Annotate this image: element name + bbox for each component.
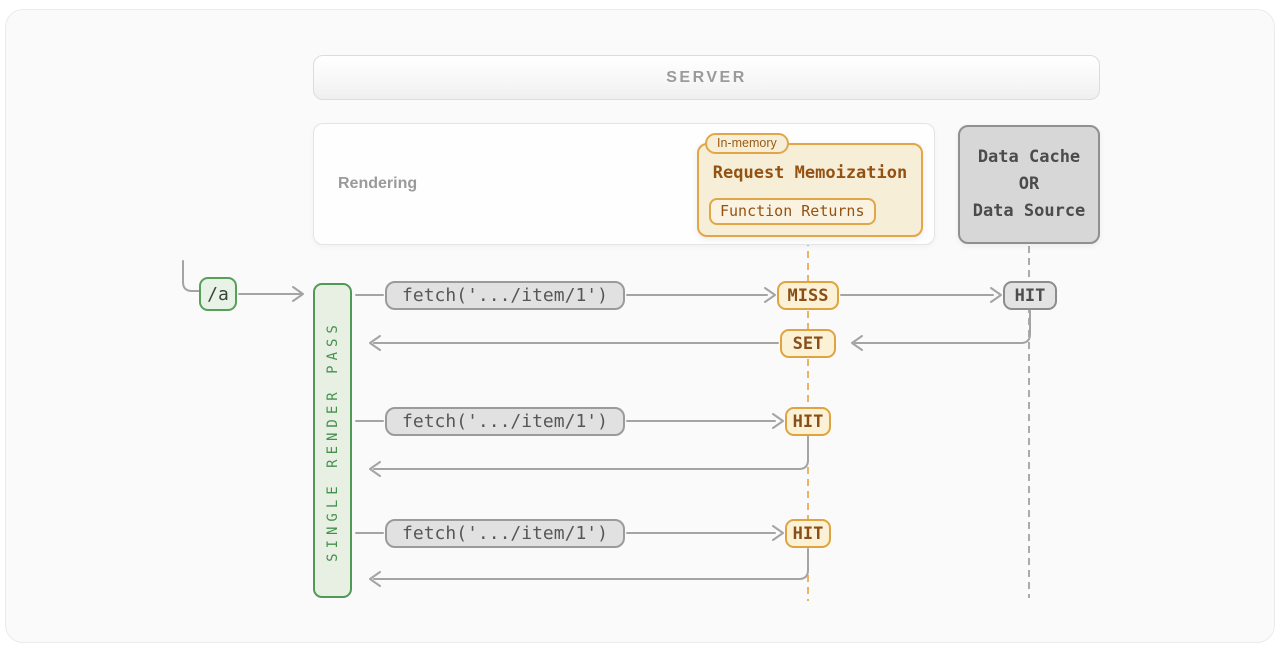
hit1-return-arrowhead (369, 461, 381, 477)
fetch-label: fetch('.../item/1') (402, 523, 608, 544)
cache-hit-label: HIT (1014, 285, 1046, 306)
fetch2-to-hit-arrowhead (772, 413, 784, 429)
function-returns-pill: Function Returns (709, 198, 876, 225)
server-box: SERVER (313, 55, 1100, 100)
route-a-label: /a (207, 283, 229, 305)
hit1-return-arrow (373, 436, 809, 470)
hit-label: HIT (792, 523, 824, 544)
in-memory-tag: In-memory (705, 133, 789, 154)
cache-to-set-arrow (854, 310, 1031, 344)
fetch-pill-1: fetch('.../item/1') (385, 281, 625, 310)
fetch-label: fetch('.../item/1') (402, 411, 608, 432)
fetch-pill-2: fetch('.../item/1') (385, 407, 625, 436)
hit-badge-2: HIT (785, 519, 831, 548)
request-memoization-box: In-memory Request Memoization Function R… (697, 133, 923, 237)
server-label: SERVER (666, 68, 747, 86)
hit-badge-1: HIT (785, 407, 831, 436)
fetch3-to-hit-arrowhead (772, 525, 784, 541)
set-to-pass-arrowhead (369, 335, 381, 351)
miss-to-cache-arrowhead (990, 287, 1002, 303)
route-a-badge: /a (199, 277, 237, 311)
single-render-pass-box: SINGLE RENDER PASS (313, 283, 352, 598)
route-to-pass-arrowhead (292, 286, 304, 302)
fetch-label: fetch('.../item/1') (402, 285, 608, 306)
data-cache-line: OR (1018, 174, 1040, 194)
single-render-pass-label: SINGLE RENDER PASS (324, 319, 341, 562)
hit2-return-arrowhead (369, 571, 381, 587)
diagram-card (5, 9, 1275, 643)
request-memoization-title: Request Memoization (712, 163, 908, 183)
rendering-label: Rendering (338, 175, 418, 192)
data-cache-line: Data Cache (977, 147, 1081, 167)
miss-badge: MISS (777, 281, 839, 310)
set-badge: SET (780, 329, 836, 358)
cache-hit-badge: HIT (1003, 281, 1057, 310)
cache-to-set-arrowhead (851, 335, 863, 351)
fetch-pill-3: fetch('.../item/1') (385, 519, 625, 548)
hit2-return-arrow (373, 548, 809, 580)
set-label: SET (792, 333, 824, 354)
hit-label: HIT (792, 411, 824, 432)
fetch1-to-miss-arrowhead (764, 287, 776, 303)
data-cache-box: Data Cache OR Data Source (958, 125, 1100, 244)
miss-label: MISS (787, 285, 829, 306)
data-cache-line: Data Source (972, 201, 1086, 221)
route-hook-line (182, 260, 200, 292)
